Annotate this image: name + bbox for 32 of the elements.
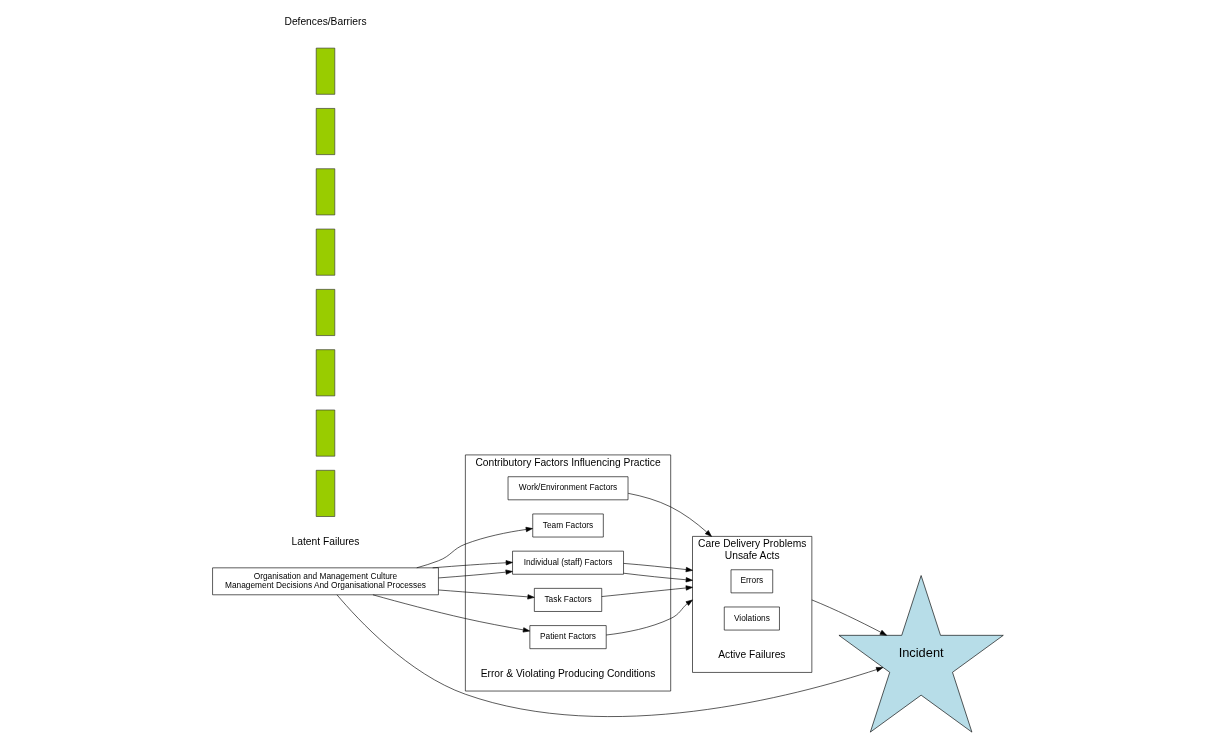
arrow [811,599,887,636]
node-bar [315,470,335,517]
node-box: Errors [730,569,773,594]
node-bar [315,349,335,397]
node-box: Violations [723,606,780,631]
node-label: Active Failures [717,649,785,661]
arrow [622,563,693,573]
arrow [627,493,712,537]
arrow [415,526,533,569]
arrow [437,569,513,579]
node-bar [315,168,335,216]
arrow [605,599,693,636]
arrow [431,560,513,569]
label: Defences/Barriers [283,15,367,27]
node-box: Organisation and Management Culture Management Decisions And Organisational Processes [211,567,439,596]
arrow [372,594,530,633]
arrow [437,589,535,600]
arrow [622,572,693,583]
node-box: Work/Environment Factors [507,476,628,501]
node-bar [315,228,335,276]
node-label: Error & Violating Producing Conditions [480,667,655,679]
node-bar [315,108,335,155]
node-box: Individual (staff) Factors [511,550,624,575]
arrow [600,585,693,597]
node-box: Task Factors [533,588,602,612]
node-label: Latent Failures [291,535,359,547]
node-bar [315,409,335,457]
arrow [336,594,883,717]
node-box: Team Factors [531,513,604,538]
node-bar [315,289,335,336]
node-box: Patient Factors [529,625,607,649]
node-bar [315,47,335,95]
